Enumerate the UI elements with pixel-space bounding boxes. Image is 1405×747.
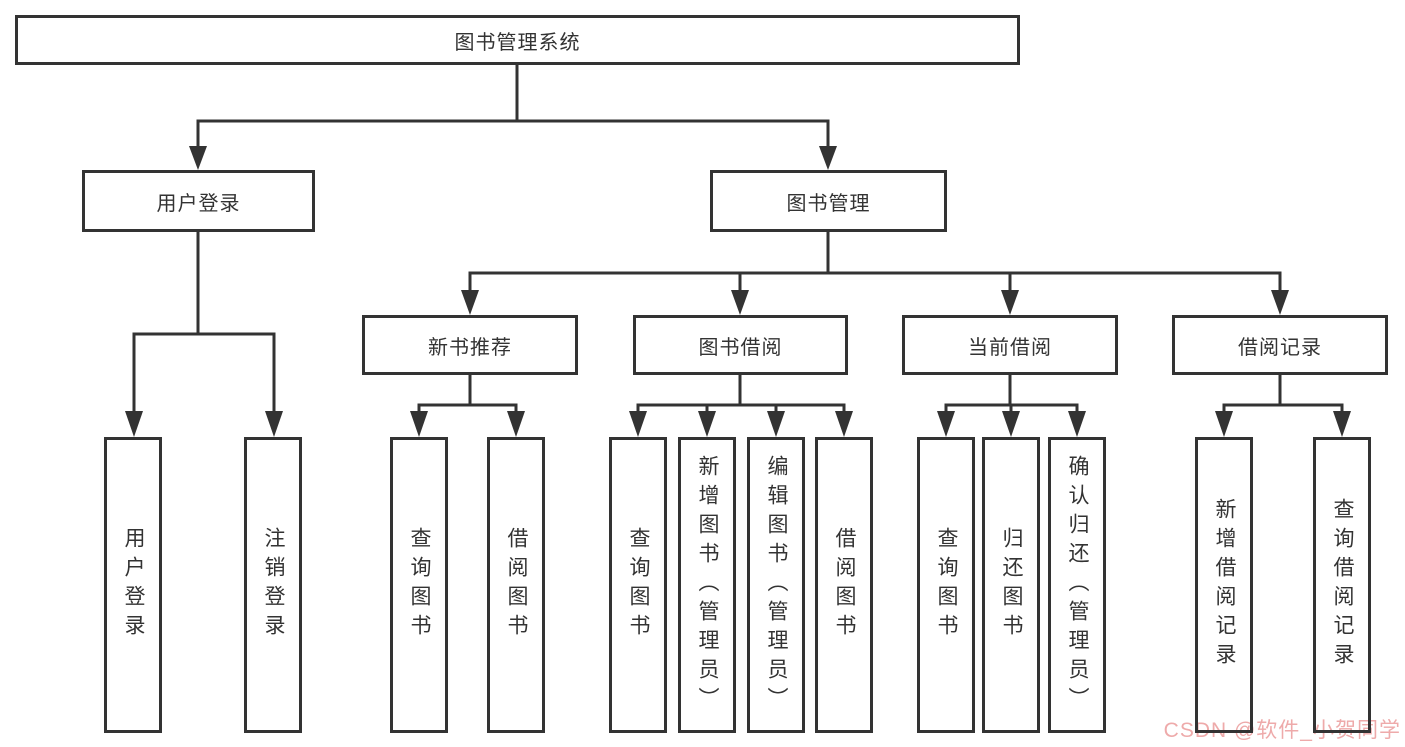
leaf-query-book-1: 查询图书: [390, 437, 448, 733]
node-user-login: 用户登录: [82, 170, 315, 232]
leaf-add-book-admin: 新增图书（管理员）: [678, 437, 736, 733]
leaf-label: 查询图书: [408, 527, 431, 643]
connector-root-to-level2: [189, 63, 837, 170]
leaf-label: 确认归还（管理员）: [1066, 454, 1089, 716]
arrowhead-down-icon: [1068, 411, 1086, 437]
leaf-label: 编辑图书（管理员）: [765, 454, 788, 716]
leaf-borrow-book-1: 借阅图书: [487, 437, 545, 733]
leaf-label: 查询借阅记录: [1331, 498, 1354, 672]
leaf-confirm-return-admin: 确认归还（管理员）: [1048, 437, 1106, 733]
leaf-edit-book-admin: 编辑图书（管理员）: [747, 437, 805, 733]
leaf-label: 借阅图书: [833, 527, 856, 643]
arrowhead-down-icon: [125, 411, 143, 437]
arrowhead-down-icon: [767, 411, 785, 437]
connector-current-borrow-children: [937, 373, 1086, 437]
arrowhead-down-icon: [1333, 411, 1351, 437]
node-current-borrow: 当前借阅: [902, 315, 1118, 375]
leaf-label: 借阅图书: [505, 527, 528, 643]
arrowhead-down-icon: [189, 146, 207, 170]
leaf-query-book-3: 查询图书: [917, 437, 975, 733]
leaf-user-login: 用户登录: [104, 437, 162, 733]
leaf-label: 查询图书: [627, 527, 650, 643]
connector-book-mgmt-children: [461, 230, 1289, 315]
leaf-label: 归还图书: [1000, 527, 1023, 643]
arrowhead-down-icon: [731, 290, 749, 315]
connector-book-borrow-children: [629, 373, 853, 437]
leaf-query-book-2: 查询图书: [609, 437, 667, 733]
node-book-management: 图书管理: [710, 170, 947, 232]
node-root-system: 图书管理系统: [15, 15, 1020, 65]
watermark: CSDN @软件_小贺同学: [1163, 719, 1401, 742]
arrowhead-down-icon: [835, 411, 853, 437]
connector-borrow-record-children: [1215, 373, 1351, 437]
leaf-query-borrow-record: 查询借阅记录: [1313, 437, 1371, 733]
connector-line: [132, 332, 276, 414]
connector-line: [196, 119, 830, 148]
arrowhead-down-icon: [819, 146, 837, 170]
arrowhead-down-icon: [937, 411, 955, 437]
connector-line: [417, 403, 518, 413]
leaf-label: 新增借阅记录: [1213, 498, 1236, 672]
node-new-book-recommend: 新书推荐: [362, 315, 578, 375]
connector-new-book-rec-children: [410, 373, 525, 437]
arrowhead-down-icon: [629, 411, 647, 437]
leaf-logout: 注销登录: [244, 437, 302, 733]
leaf-label: 用户登录: [122, 527, 145, 643]
connector-line: [1222, 403, 1344, 413]
connector-line: [468, 271, 1282, 292]
node-borrow-record: 借阅记录: [1172, 315, 1388, 375]
arrowhead-down-icon: [507, 411, 525, 437]
leaf-add-borrow-record: 新增借阅记录: [1195, 437, 1253, 733]
arrowhead-down-icon: [410, 411, 428, 437]
leaf-borrow-book-2: 借阅图书: [815, 437, 873, 733]
arrowhead-down-icon: [1002, 411, 1020, 437]
connector-line: [636, 403, 846, 413]
arrowhead-down-icon: [461, 290, 479, 315]
arrowhead-down-icon: [1215, 411, 1233, 437]
node-book-borrow: 图书借阅: [633, 315, 848, 375]
leaf-label: 注销登录: [262, 527, 285, 643]
arrowhead-down-icon: [1001, 290, 1019, 315]
leaf-label: 查询图书: [935, 527, 958, 643]
leaf-label: 新增图书（管理员）: [696, 454, 719, 716]
arrowhead-down-icon: [1271, 290, 1289, 315]
leaf-return-book: 归还图书: [982, 437, 1040, 733]
connector-user-login-children: [125, 230, 283, 437]
arrowhead-down-icon: [265, 411, 283, 437]
arrowhead-down-icon: [698, 411, 716, 437]
